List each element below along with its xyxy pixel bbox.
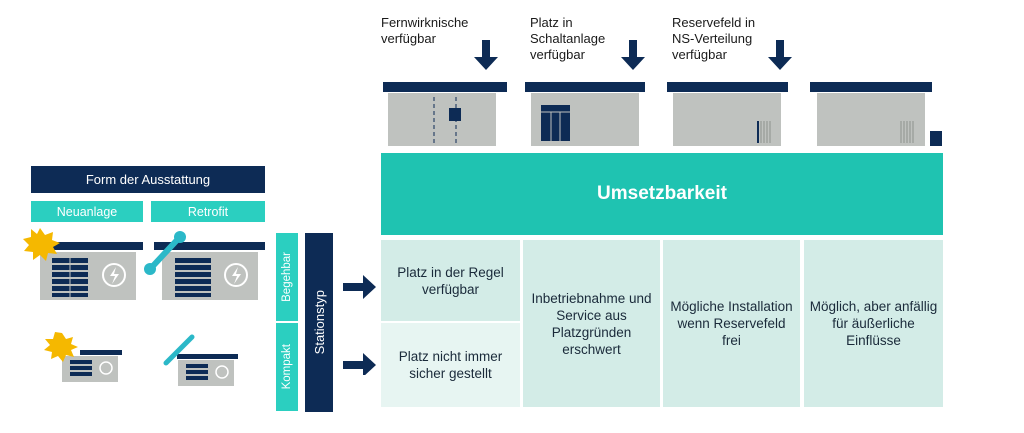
small-retrofit-station-icon xyxy=(163,334,238,386)
equipment-form-header: Form der Ausstattung xyxy=(31,166,265,193)
building-illustrations xyxy=(383,40,942,146)
cell-col2: Inbetriebnahme und Service aus Platzgrün… xyxy=(523,240,660,407)
small-new-station-icon xyxy=(44,332,122,382)
top-label-2: Platz in Schaltanlage verfügbar xyxy=(530,15,606,62)
retrofit-label: Retrofit xyxy=(151,201,265,222)
walkable-label: Begehbar xyxy=(281,252,293,302)
station-type-label: Stationstyp xyxy=(311,290,327,355)
new-installation-label: Neuanlage xyxy=(31,201,143,222)
cell-col1-bottom: Platz nicht immer sicher gestellt xyxy=(381,323,520,407)
compact-label: Kompakt xyxy=(281,344,293,390)
feasibility-header: Umsetzbarkeit xyxy=(381,153,943,235)
cell-col4: Möglich, aber anfällig für äußerliche Ei… xyxy=(804,240,943,407)
wrench-icon xyxy=(149,236,181,270)
large-new-station-icon xyxy=(23,228,143,300)
top-label-3: Reservefeld in NS-Verteilung verfügbar xyxy=(672,15,756,62)
arrow-right-icon xyxy=(343,275,376,299)
cell-col3: Mögliche Installation wenn Reservefeld f… xyxy=(663,240,800,407)
right-arrows xyxy=(343,275,376,375)
arrow-down-icon xyxy=(474,40,498,70)
cell-col1-top: Platz in der Regel verfügbar xyxy=(381,240,520,321)
station-illustrations xyxy=(23,228,265,386)
large-retrofit-station-icon xyxy=(144,231,265,300)
top-label-1: Fernwirknische verfügbar xyxy=(381,15,469,46)
arrow-down-icon xyxy=(621,40,645,70)
sun-icon xyxy=(23,228,60,261)
arrow-right-icon xyxy=(343,353,376,375)
arrow-down-icon xyxy=(768,40,792,70)
